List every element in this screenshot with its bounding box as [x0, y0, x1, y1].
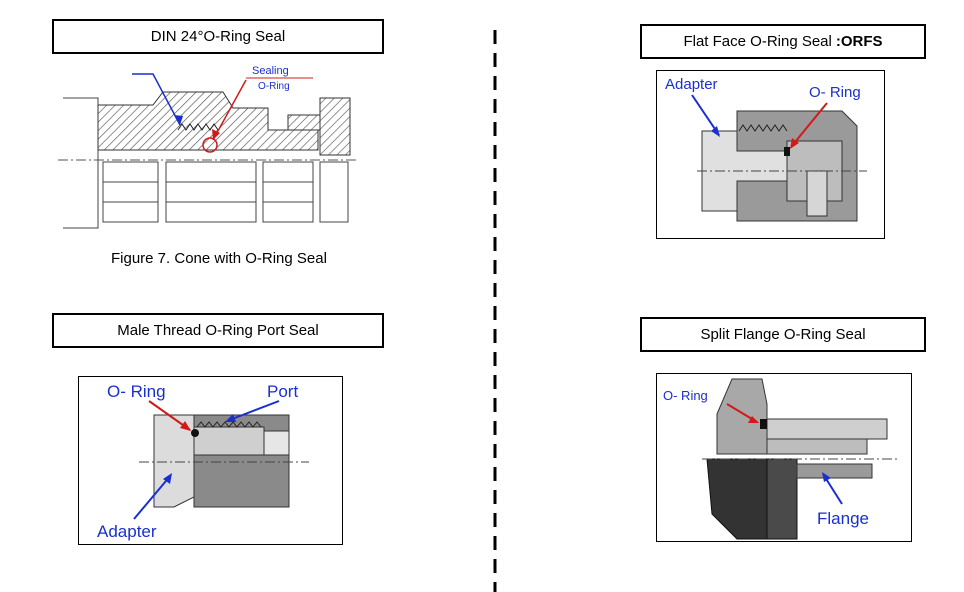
orfs-title-bold: :ORFS [835, 33, 883, 50]
flange-diagram-frame: O- Ring Flange [656, 373, 912, 542]
din-label-oring: O-Ring [258, 81, 290, 92]
orfs-diagram-frame: Adapter O- Ring [656, 70, 885, 239]
port-title: Male Thread O-Ring Port Seal [117, 322, 319, 339]
center-divider [493, 30, 497, 592]
flange-title-box: Split Flange O-Ring Seal [640, 317, 926, 352]
orfs-title: Flat Face O-Ring Seal [683, 33, 832, 50]
din-caption: Figure 7. Cone with O-Ring Seal [111, 250, 327, 267]
orfs-label-adapter: Adapter [665, 76, 718, 93]
din-label-sealing: Sealing [252, 65, 289, 77]
din-cone-diagram: Sealing O-Ring [58, 65, 358, 229]
orfs-seal-diagram: Adapter O- Ring [665, 76, 867, 222]
flange-label-flange: Flange [817, 509, 869, 528]
flange-label-oring: O- Ring [663, 388, 708, 403]
port-label-oring: O- Ring [107, 382, 166, 401]
port-label-port: Port [267, 382, 298, 401]
orfs-title-box: Flat Face O-Ring Seal :ORFS [640, 24, 926, 59]
port-title-box: Male Thread O-Ring Port Seal [52, 313, 384, 348]
flange-title: Split Flange O-Ring Seal [700, 326, 866, 343]
flange-seal-diagram: O- Ring Flange [663, 378, 897, 540]
port-diagram-frame: O- Ring Port Adapter [78, 376, 343, 545]
orfs-label-oring: O- Ring [809, 84, 861, 101]
din-title: DIN 24°O-Ring Seal [150, 28, 286, 45]
port-seal-diagram: O- Ring Port Adapter [97, 382, 309, 541]
din-title-box: DIN 24°O-Ring Seal [52, 19, 384, 54]
port-label-adapter: Adapter [97, 522, 157, 541]
